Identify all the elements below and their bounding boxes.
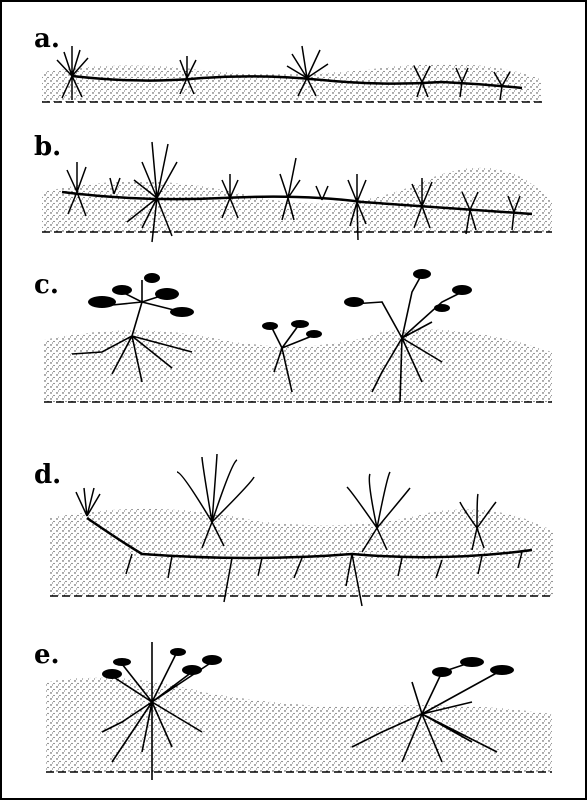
panel-c-illustration <box>44 269 552 402</box>
panel-d-illustration <box>50 454 554 606</box>
panel-label-b: b. <box>34 134 61 160</box>
panel-label-e: e. <box>34 642 60 668</box>
panel-label-d: d. <box>34 462 61 488</box>
panel-label-a: a. <box>34 26 60 52</box>
panel-b-illustration <box>42 142 552 242</box>
panel-e-illustration <box>46 642 552 780</box>
panel-label-c: c. <box>34 272 59 298</box>
panel-a-illustration <box>42 46 542 102</box>
